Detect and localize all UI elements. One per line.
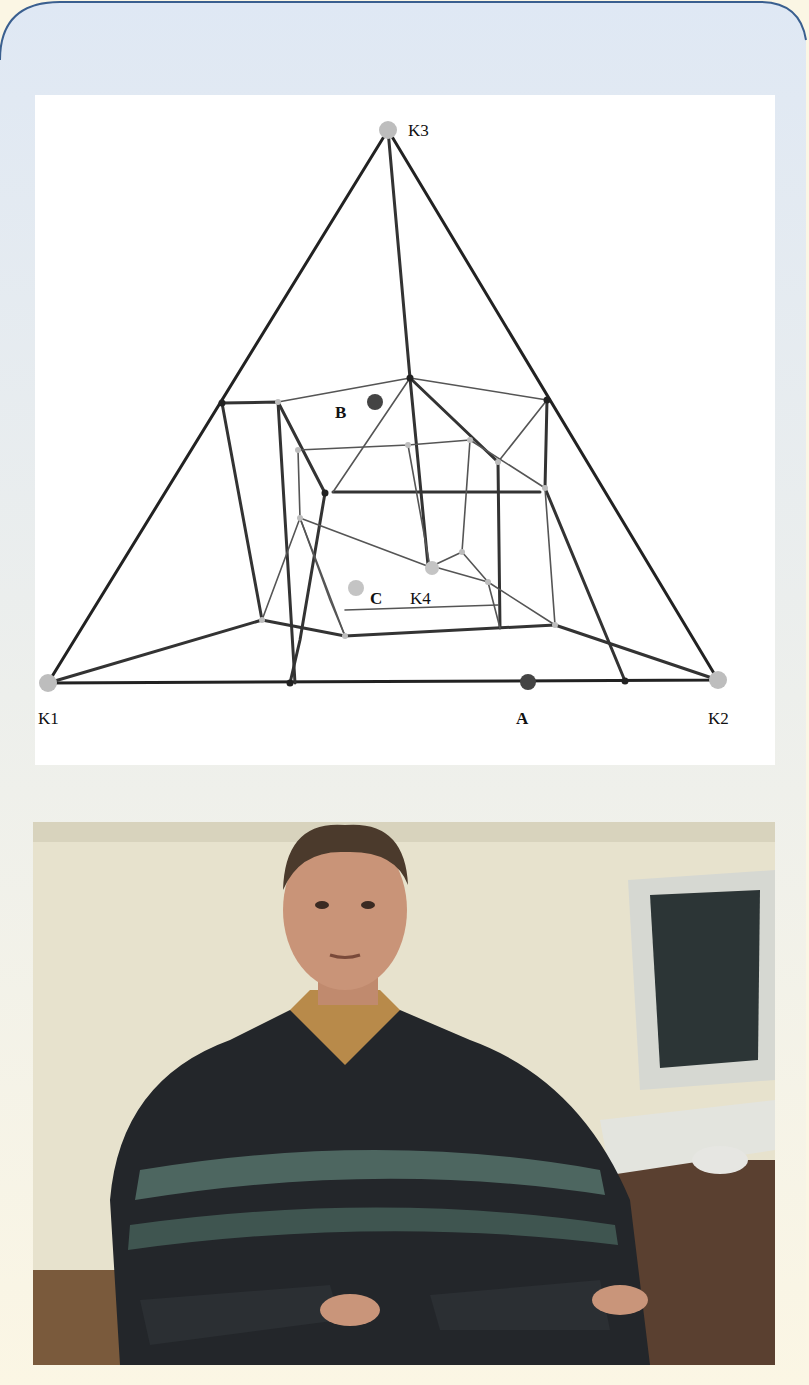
point-label: A bbox=[516, 710, 528, 727]
diagram-panel bbox=[35, 95, 775, 765]
portrait-photo bbox=[33, 822, 775, 1365]
vertex-label: K4 bbox=[410, 590, 431, 607]
vertex-label: K2 bbox=[708, 710, 729, 727]
vertex-label: K1 bbox=[38, 710, 59, 727]
point-label: B bbox=[335, 404, 346, 421]
phase-diagram bbox=[39, 121, 727, 692]
vertex-label: K3 bbox=[408, 122, 429, 139]
point-label: C bbox=[370, 590, 382, 607]
